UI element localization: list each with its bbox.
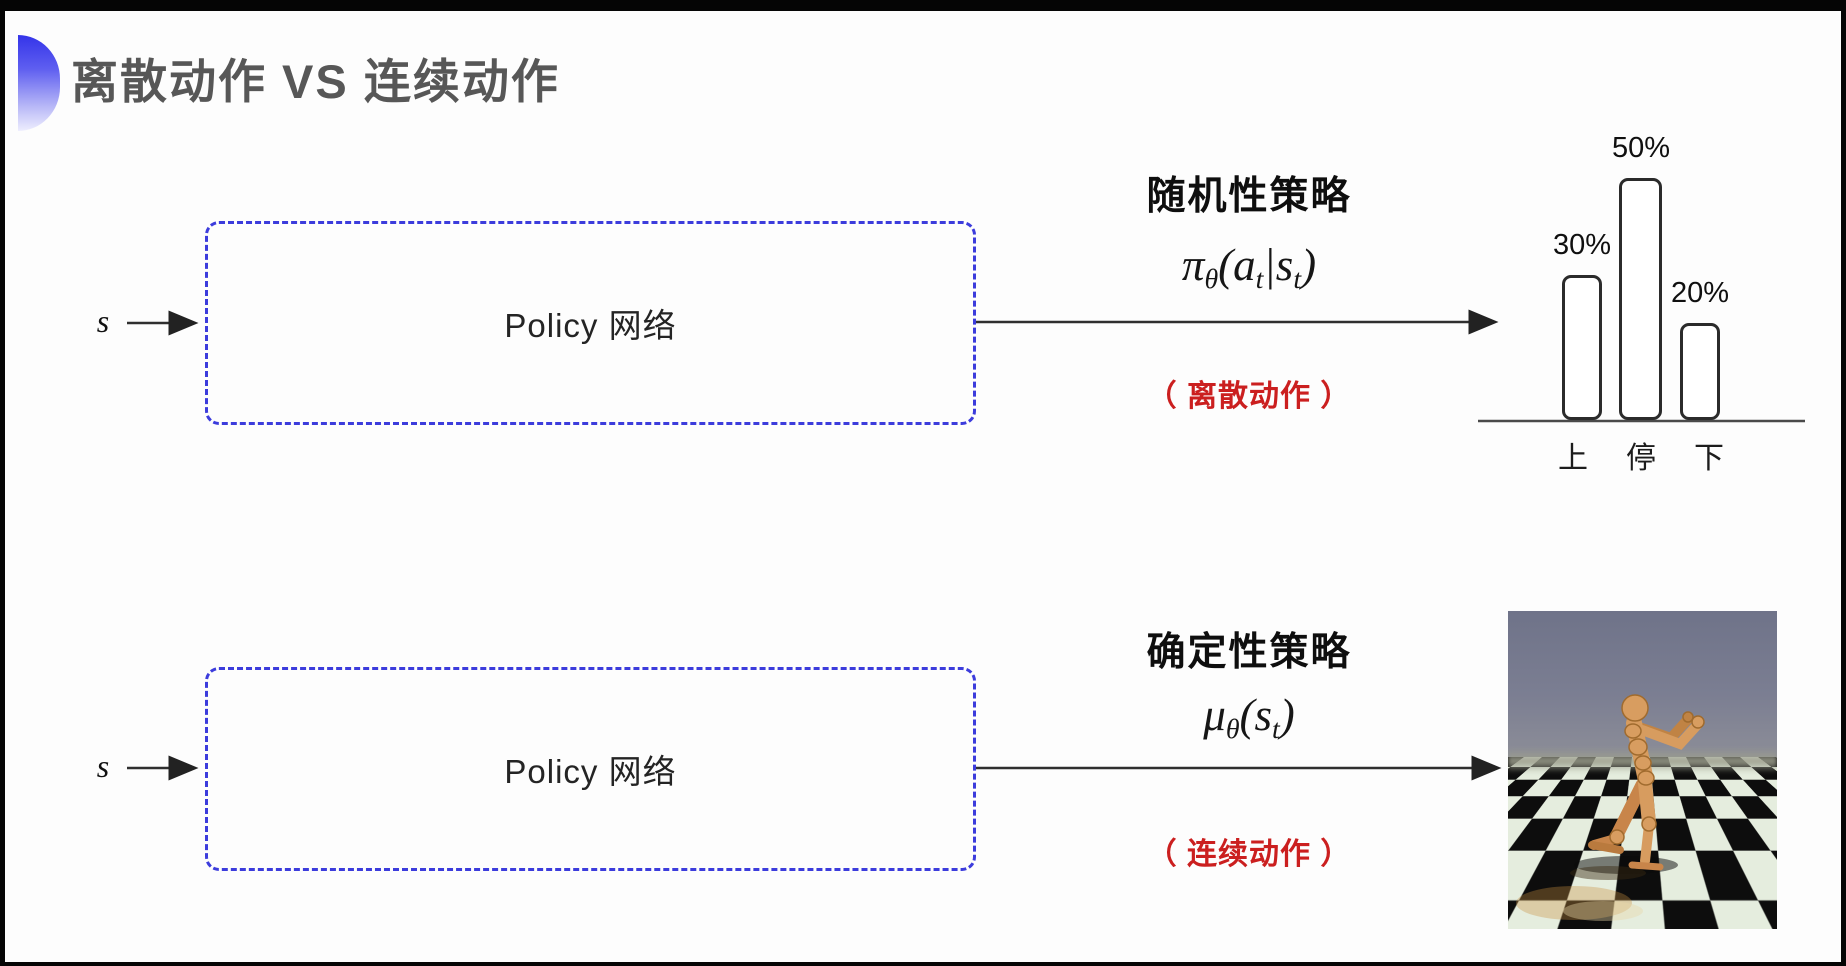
deterministic-policy-title: 确定性策略	[1146, 631, 1352, 674]
state-input-label-bottom: s	[96, 748, 110, 784]
bar-value-label: 20%	[1670, 277, 1729, 309]
bar	[1679, 323, 1720, 420]
action-category-labels: 上停下	[1553, 433, 1729, 477]
action-probability-bar-chart: 30% 50% 20%	[1553, 124, 1729, 420]
policy-network-label-bottom: Policy 网络	[504, 753, 677, 790]
bar-value-label: 30%	[1553, 229, 1612, 261]
bar	[1619, 178, 1663, 420]
policy-network-label-top: Policy 网络	[504, 307, 677, 344]
bar-column: 50%	[1612, 124, 1670, 420]
bar-value-label: 50%	[1611, 132, 1671, 164]
bar-category-label: 停	[1626, 442, 1656, 475]
bar	[1562, 275, 1603, 420]
bar-column: 30%	[1553, 124, 1611, 420]
stochastic-policy-title: 随机性策略	[1146, 175, 1352, 218]
humanoid-robot	[1516, 694, 1705, 921]
policy-network-box-bottom: Policy 网络	[205, 667, 976, 871]
bar-category-label: 下	[1694, 442, 1724, 475]
stochastic-policy-formula: πθ(at|st)	[1181, 240, 1317, 295]
bar-column: 20%	[1671, 124, 1729, 420]
discrete-action-note: （ 离散动作 ）	[1146, 380, 1352, 413]
policy-network-box-top: Policy 网络	[205, 221, 976, 425]
deterministic-policy-formula: μθ(st)	[1203, 690, 1295, 745]
page-title: 离散动作 VS 连续动作	[71, 55, 560, 108]
continuous-action-note: （ 连续动作 ）	[1146, 838, 1352, 871]
bar-category-label: 上	[1558, 442, 1588, 475]
humanoid-simulation-image	[1508, 611, 1777, 929]
state-input-label-top: s	[96, 303, 110, 339]
title-accent-icon	[18, 35, 60, 131]
